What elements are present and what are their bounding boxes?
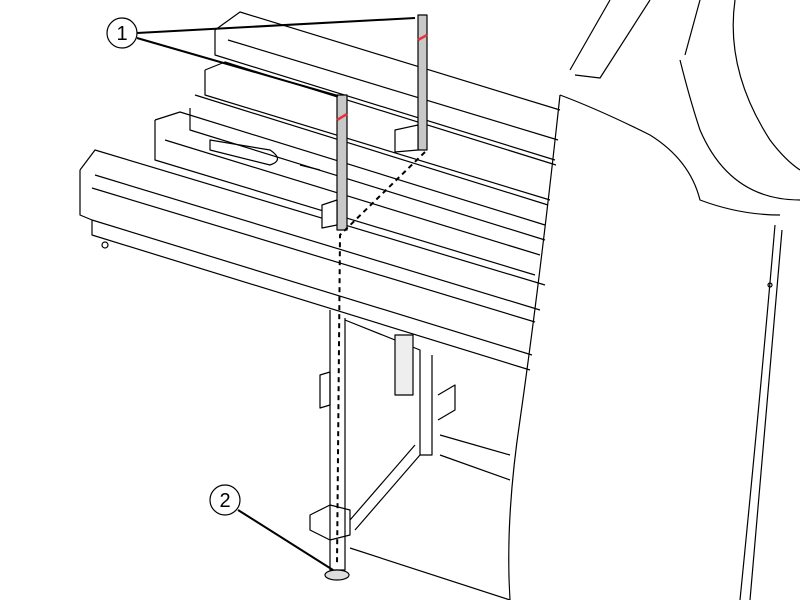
leveling-foot [324, 569, 350, 581]
stand [309, 310, 511, 600]
callout-1: 1 [106, 17, 138, 49]
height-gauge-left [321, 94, 348, 231]
callout-2-label: 2 [219, 490, 230, 512]
front-beam [79, 149, 546, 371]
right-cover [508, 0, 800, 600]
rear-rails [154, 11, 561, 276]
callout-1-label: 1 [116, 23, 127, 45]
callout-2: 2 [209, 484, 241, 516]
callout-leaders [136, 17, 416, 571]
height-gauge-right [394, 14, 428, 153]
alignment-line [336, 151, 426, 566]
